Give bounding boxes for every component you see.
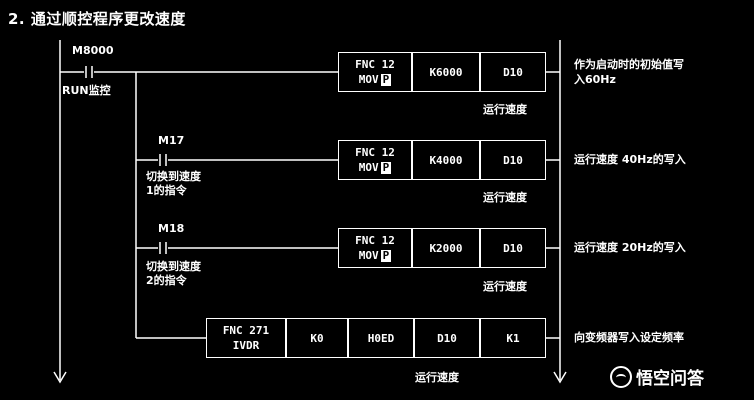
contact-note-m18-line1: 切换到速度 [146,260,201,273]
pulse-suffix: P [380,249,392,262]
contact-note-m17-line2: 1的指令 [146,184,187,197]
watermark-text: 悟空问答 [636,369,704,389]
fnc-code: FNC 12 [355,234,395,247]
operand-box: H0ED [348,318,414,358]
wukong-logo-icon [610,365,632,388]
rung-comment-line1: 作为启动时的初始值写 [574,58,684,71]
diagram-title: 2. 通过顺控程序更改速度 [8,10,186,28]
contact-note-m18-line2: 2的指令 [146,274,187,287]
operand-box: D10 [414,318,480,358]
operand-box: K1 [480,318,546,358]
mnemonic: MOV [358,249,379,262]
mnemonic: MOV [358,73,379,86]
rung-comment-line2: 入60Hz [574,73,616,86]
contact-label-m18: M18 [158,222,185,235]
instruction-box-rung-4: FNC 271 IVDR [206,318,286,358]
right-rail-arrow-icon [553,371,567,384]
speed-label: 运行速度 [483,103,527,116]
contact-note-m17-line1: 切换到速度 [146,170,201,183]
contact-label-m17: M17 [158,134,185,147]
operand-box: K0 [286,318,348,358]
operand-box: K4000 [412,140,480,180]
watermark: 悟空问答 [610,364,704,389]
speed-label: 运行速度 [483,191,527,204]
mnemonic: IVDR [232,339,260,352]
contact-label-m8000: M8000 [72,44,114,57]
rung-comment-line1: 向变频器写入设定频率 [574,331,684,344]
operand-box: D10 [480,140,546,180]
pulse-suffix: P [380,73,392,86]
rung-comment-line1: 运行速度 20Hz的写入 [574,241,686,254]
fnc-code: FNC 12 [355,58,395,71]
fnc-code: FNC 12 [355,146,395,159]
speed-label: 运行速度 [483,280,527,293]
mnemonic: MOV [358,161,379,174]
operand-box: K6000 [412,52,480,92]
pulse-suffix: P [380,161,392,174]
contact-note-m8000: RUN监控 [62,84,111,97]
rung-comment-line1: 运行速度 40Hz的写入 [574,153,686,166]
operand-box: K2000 [412,228,480,268]
speed-label: 运行速度 [415,371,459,384]
operand-box: D10 [480,228,546,268]
operand-box: D10 [480,52,546,92]
fnc-code: FNC 271 [222,324,270,337]
left-rail-arrow-icon [53,371,67,384]
